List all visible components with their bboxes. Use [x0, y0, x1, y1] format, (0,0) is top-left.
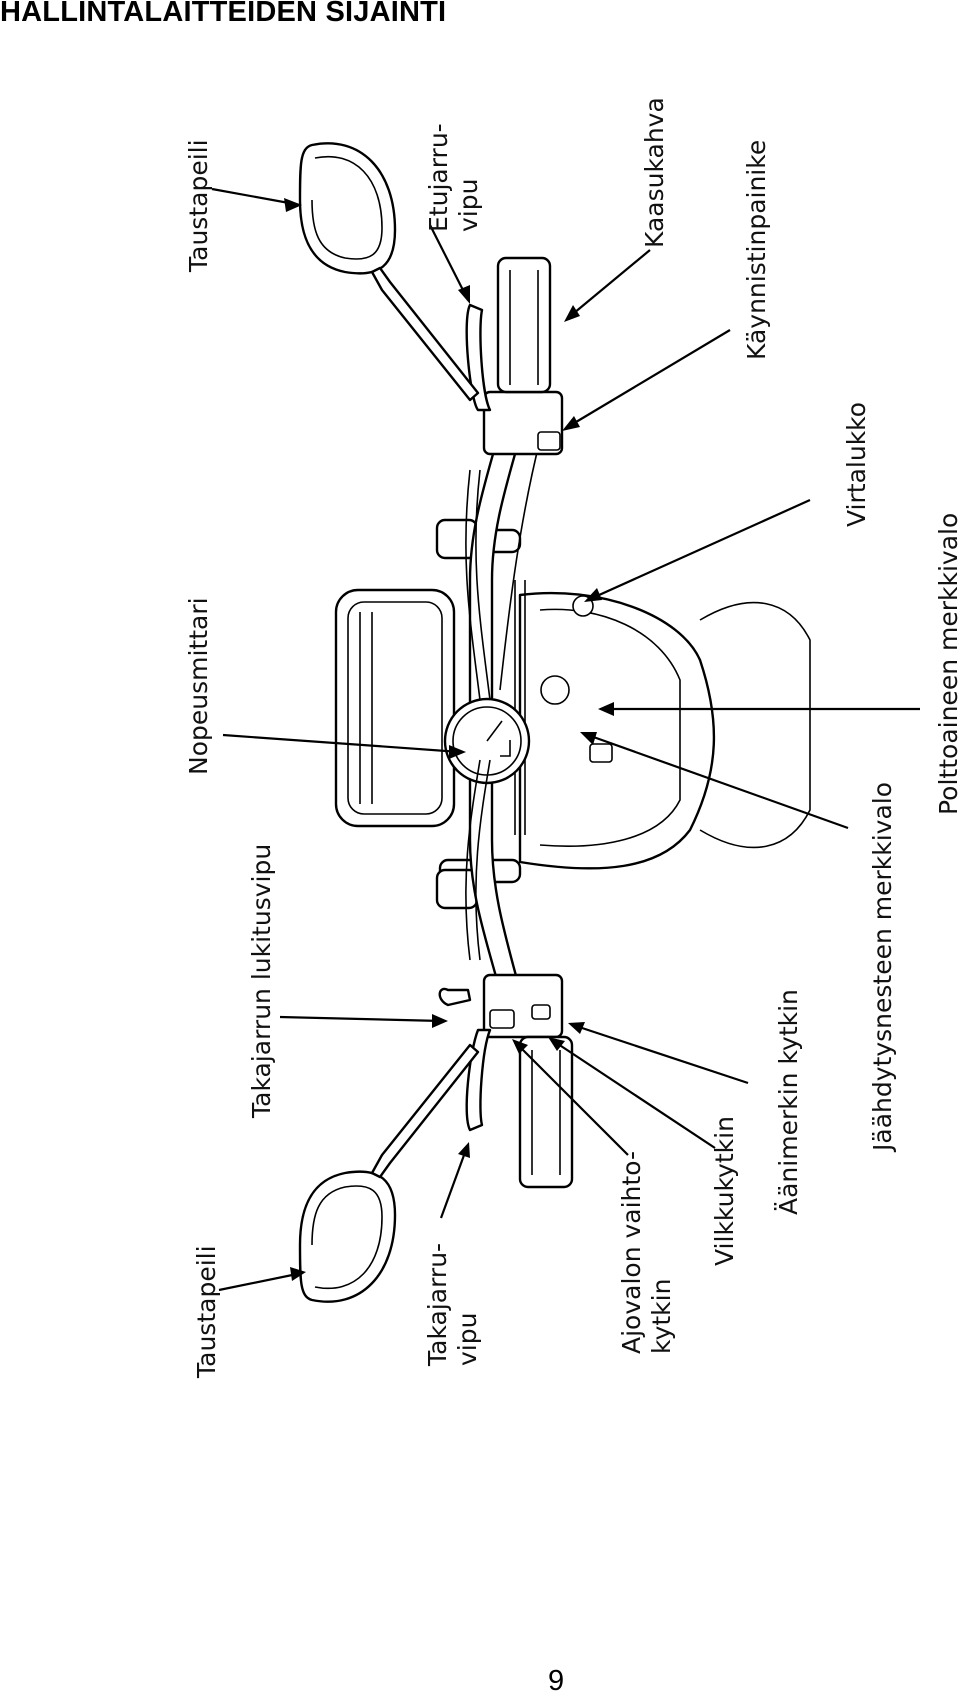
left-mirror: [298, 1043, 480, 1303]
front-brake-lever: [465, 303, 492, 412]
left-turn-signal: [435, 868, 479, 910]
label-horn: Äänimerkin kytkin: [774, 989, 803, 1215]
page-title: HALLINTALAITTEIDEN SIJAINTI: [0, 0, 447, 28]
label-speedometer: Nopeusmittari: [184, 597, 213, 775]
left-grip: [482, 973, 574, 1189]
label-brake-lock: Takajarrun lukitusvipu: [247, 844, 276, 1119]
dash-console: [518, 591, 811, 870]
right-grip: [482, 256, 564, 456]
label-rear-brake-line2: vipu: [453, 1313, 482, 1366]
fuel-indicator-lamp-area: [540, 675, 570, 705]
label-mirror-right: Taustapeili: [184, 139, 213, 273]
label-starter: Käynnistinpainike: [742, 140, 771, 360]
label-front-brake-line1: Etujarru-: [424, 123, 453, 232]
label-turn-signal: Vilkkukytkin: [710, 1116, 739, 1266]
speedometer-gauge: [443, 697, 531, 785]
label-ignition: Virtalukko: [842, 402, 871, 527]
label-rear-brake-line1: Takajarru-: [423, 1243, 452, 1367]
label-front-brake-line2: vipu: [454, 179, 483, 232]
right-mirror: [298, 142, 480, 402]
label-fuel-light: Polttoaineen merkkivalo: [934, 513, 960, 815]
cables: [465, 439, 541, 961]
label-throttle: Kaasukahva: [640, 97, 669, 248]
page-number: 9: [548, 1665, 565, 1697]
label-headlight-line2: kytkin: [647, 1279, 676, 1354]
leader-lines: [211, 187, 920, 1292]
label-coolant-light: Jäähdytysnesteen merkkivalo: [868, 782, 897, 1153]
label-headlight-line1: Ajovalon vaihto-: [617, 1151, 646, 1354]
brake-lock-lever: [438, 987, 472, 1007]
label-mirror-left: Taustapeili: [192, 1245, 221, 1379]
